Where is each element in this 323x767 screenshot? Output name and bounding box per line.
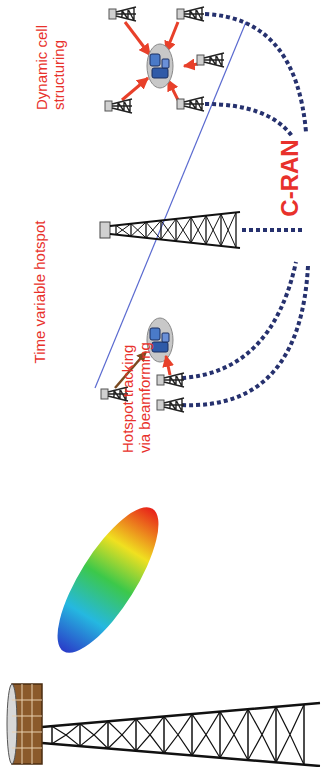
panel-grid-line: [32, 684, 33, 764]
tower-brace: [80, 721, 108, 748]
remote-radio-head: [177, 7, 204, 21]
fronthaul-link: [205, 104, 292, 136]
remote-radio-head: [109, 7, 136, 21]
tower-brace: [161, 221, 176, 242]
macro-tower: [100, 212, 240, 248]
tower-brace: [131, 224, 146, 238]
tower-brace: [221, 214, 236, 248]
remote-radio-head: [197, 53, 224, 67]
tower-strut: [190, 217, 191, 242]
tower-brace: [220, 709, 248, 760]
panel-grid-line: [22, 684, 23, 764]
massive-mimo-tower: [7, 684, 320, 766]
fronthaul-link: [182, 262, 296, 378]
tower-brace: [176, 217, 191, 241]
tower-brace: [146, 222, 161, 239]
dynamic-cell-cluster: [105, 7, 224, 113]
panel-grid-line: [12, 748, 42, 749]
tower-strut: [247, 709, 249, 760]
fronthaul-links: [182, 14, 308, 405]
boundary-line: [95, 22, 246, 388]
tower-brace: [248, 707, 276, 763]
tower-strut: [235, 212, 236, 247]
tower-brace: [206, 216, 221, 246]
tower-brace: [136, 716, 164, 753]
panel-grid-line: [12, 716, 42, 717]
tower-brace: [164, 714, 192, 755]
tower-strut: [205, 216, 206, 245]
architecture-label: C-RAN: [277, 139, 303, 216]
concept-label: Hotspot tracking via beamforming: [120, 331, 153, 453]
tower-brace: [191, 216, 206, 243]
tower-strut: [51, 726, 53, 744]
tower-strut: [79, 724, 81, 746]
tower-strut: [115, 225, 116, 234]
tower-brace: [116, 224, 131, 235]
remote-radio-head: [177, 97, 204, 111]
tower-brace: [52, 724, 80, 746]
tower-strut: [145, 222, 146, 238]
tower-strut: [163, 716, 165, 753]
remote-radio-head: [105, 99, 132, 113]
tower-strut: [160, 221, 161, 240]
tower-strut: [130, 224, 131, 237]
tower-brace: [116, 225, 131, 236]
tower-strut: [303, 704, 305, 764]
tower-strut: [107, 721, 109, 748]
tower-brace: [191, 217, 206, 244]
tower-strut: [275, 707, 277, 763]
tower-strut: [219, 712, 221, 758]
remote-radio-head: [157, 398, 184, 412]
tower-strut: [220, 214, 221, 246]
vehicle-hotspot: [147, 44, 173, 88]
fronthaul-link: [242, 228, 302, 232]
tower-brace: [276, 704, 304, 764]
tower-brace: [161, 219, 176, 240]
tower-brace: [206, 214, 221, 244]
fronthaul-link: [182, 266, 308, 405]
panel-grid-line: [12, 732, 42, 733]
tower-strut: [191, 714, 193, 755]
tower-brace: [131, 222, 146, 236]
tower-brace: [221, 212, 236, 246]
tower-brace: [108, 719, 136, 751]
concept-label: Time variable hotspot: [32, 221, 49, 364]
tower-brace: [176, 219, 191, 243]
tower-strut: [135, 719, 137, 751]
tower-strut: [175, 219, 176, 241]
remote-radio-head: [157, 373, 184, 387]
panel-grid-line: [12, 700, 42, 701]
tower-brace: [146, 221, 161, 238]
concept-label: Dynamic cell structuring: [34, 10, 67, 110]
tower-brace: [192, 712, 220, 758]
beam-pattern: [40, 494, 177, 666]
fronthaul-link: [205, 14, 306, 132]
